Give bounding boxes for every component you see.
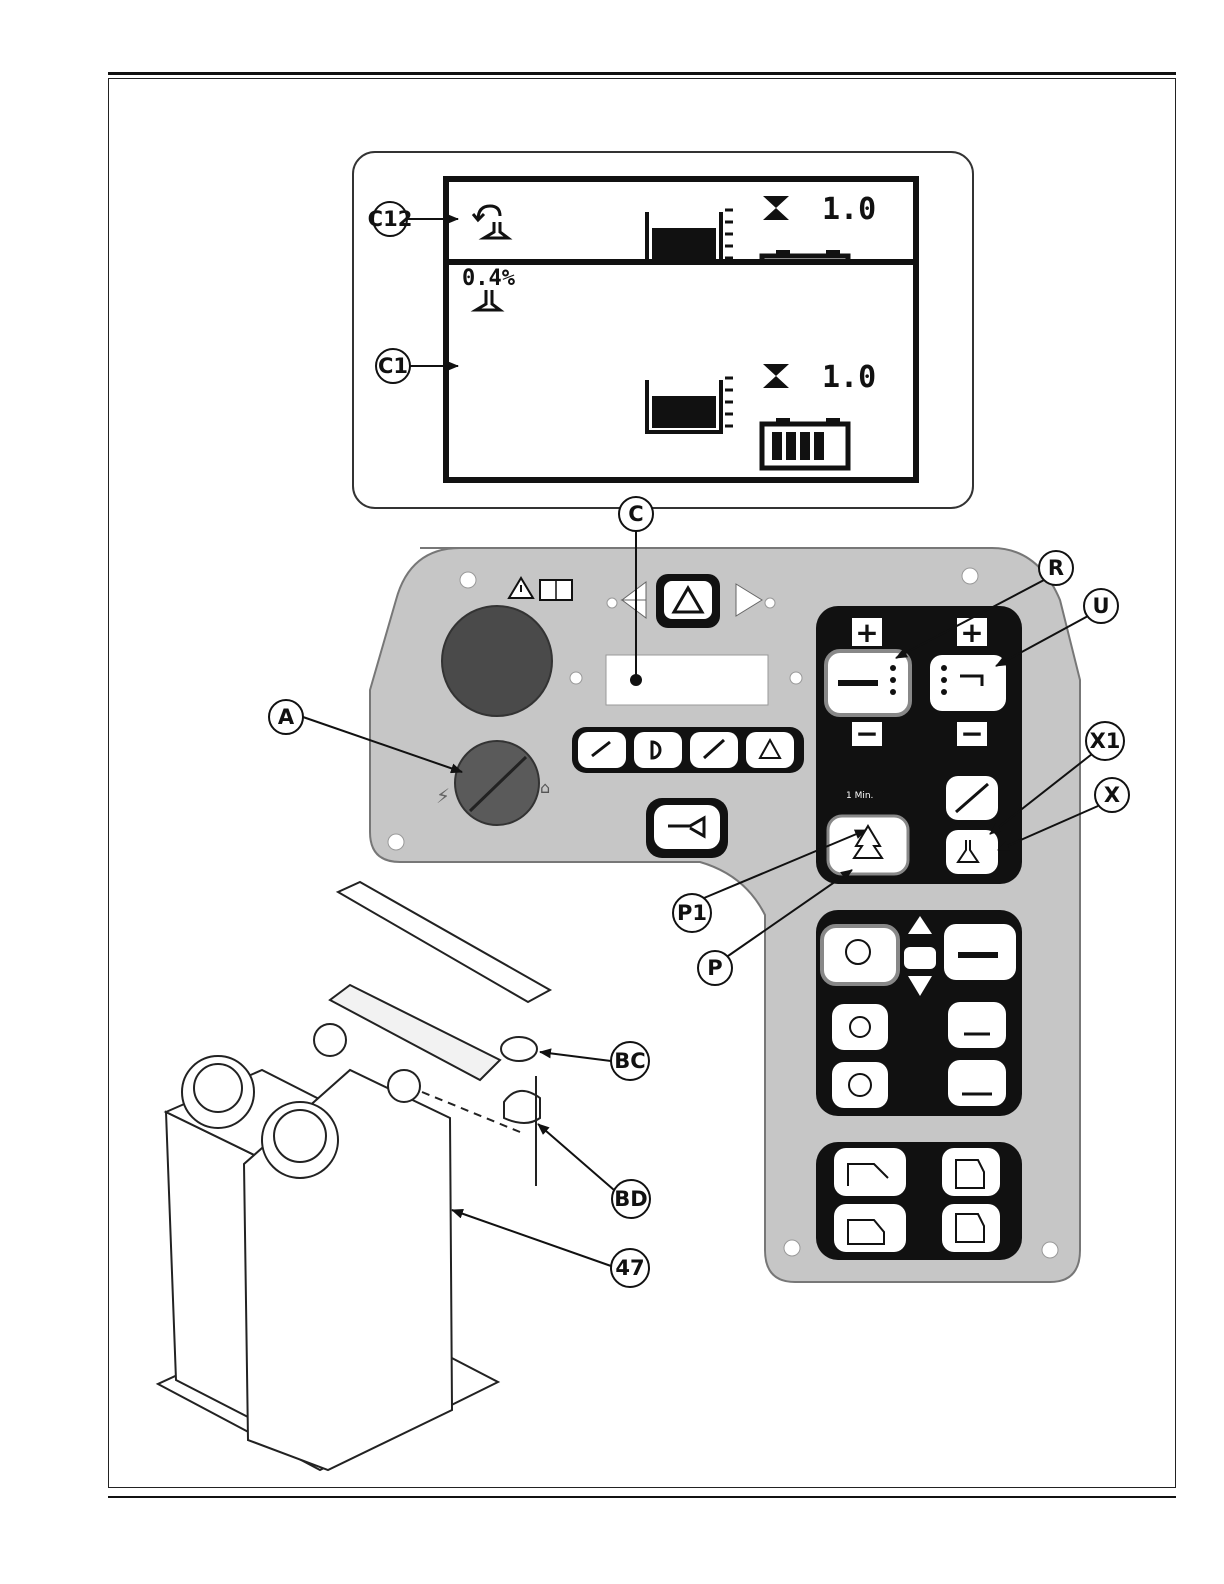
flashing-light-button[interactable] [578, 732, 626, 768]
door-close-button[interactable] [942, 1204, 1000, 1252]
eco-mode-button[interactable] [746, 732, 794, 768]
key-switch[interactable] [455, 741, 539, 825]
callout-r: R [1048, 556, 1064, 580]
callout-p: P [707, 956, 722, 980]
manual-book-icon [540, 580, 572, 600]
battery-icon-2 [762, 418, 848, 468]
callout-x: X [1104, 783, 1120, 807]
door-open-button[interactable] [942, 1148, 1000, 1196]
keypad-block-1: + + − − 1 Min. [816, 606, 1022, 884]
main-brush-button[interactable] [822, 926, 898, 984]
detergent-off-button[interactable] [946, 776, 998, 820]
brush-pressure-icon [838, 680, 878, 686]
callout-47: 47 [615, 1256, 644, 1280]
callout-u: U [1092, 594, 1109, 618]
brush-minus-button[interactable]: − [855, 717, 878, 750]
hazard-button[interactable] [656, 574, 720, 628]
horn-button[interactable] [646, 798, 728, 858]
lcd-bottom-timer: 1.0 [822, 360, 876, 395]
callout-c: C [628, 502, 643, 526]
work-light-button[interactable] [634, 732, 682, 768]
lcd-bottom-percent: 0.4% [462, 266, 516, 291]
side-brush-button[interactable] [944, 924, 1016, 980]
spray-gun-button[interactable] [690, 732, 738, 768]
function-button-row [572, 727, 804, 773]
callout-bd: BD [614, 1187, 647, 1211]
tipping-down-button[interactable] [834, 1204, 906, 1252]
control-panel: ⚡ ⌂ [370, 548, 1080, 1282]
vacuum-fan-button[interactable] [832, 1062, 888, 1108]
emergency-stop-button[interactable] [442, 606, 552, 716]
tipping-up-button[interactable] [834, 1148, 906, 1196]
callout-x1: X1 [1090, 729, 1121, 753]
water-plus-button[interactable]: + [960, 616, 983, 649]
brush-plus-button[interactable]: + [855, 616, 878, 649]
brush-lift-button[interactable] [832, 1004, 888, 1050]
callout-a: A [278, 705, 295, 729]
scrub-spray-button[interactable] [948, 1060, 1006, 1106]
svg-text:C12: C12 [368, 207, 413, 231]
keypad-block-2 [816, 910, 1022, 1116]
detergent-button[interactable] [828, 816, 908, 874]
water-minus-button[interactable]: − [960, 717, 983, 750]
water-flow-button[interactable] [930, 655, 1006, 711]
timer-label: 1 Min. [846, 791, 873, 801]
detergent-setting-button[interactable] [946, 830, 998, 874]
hose-fitting-part [504, 1091, 540, 1123]
lcd-top-timer: 1.0 [822, 192, 876, 227]
lightning-icon: ⚡ [436, 784, 450, 808]
lcd-screen-bottom: 0.4% 1.0 [446, 262, 916, 484]
squeegee-button[interactable] [948, 1002, 1006, 1048]
svg-text:C1: C1 [378, 354, 408, 378]
callout-bc: BC [614, 1049, 645, 1073]
brush-pressure-button[interactable] [826, 651, 910, 715]
keypad-block-3 [816, 1142, 1022, 1260]
lock-icon: ⌂ [540, 778, 550, 797]
cap-part [501, 1037, 537, 1061]
callout-p1: P1 [677, 901, 707, 925]
tank-assembly [158, 882, 550, 1470]
display-detail: 1.0 0.4% [353, 152, 973, 508]
brush-swap-button[interactable] [904, 947, 936, 969]
